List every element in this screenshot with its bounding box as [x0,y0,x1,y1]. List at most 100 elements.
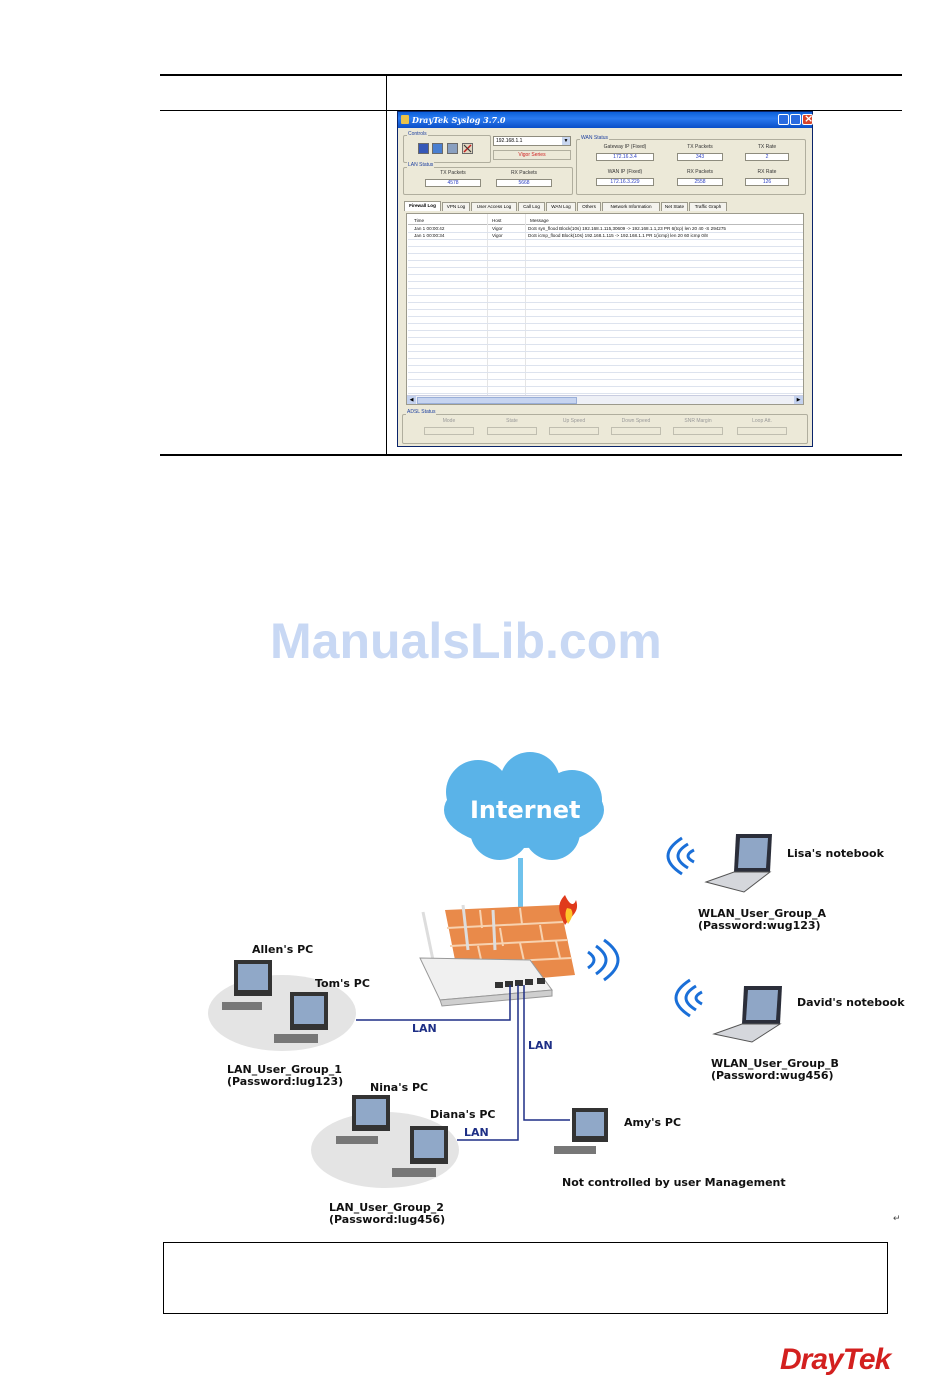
lan-rx-value-box: 5668 [496,179,552,187]
lan-group-2-label: LAN_User_Group_2 [329,1201,444,1214]
open-icon[interactable] [432,143,443,154]
table-row[interactable]: Jan 1 00:00:42 Vigor DoS syn_flood Block… [408,226,803,233]
david-notebook-icon [712,986,782,1043]
ip-select-value: 192.168.1.1 [496,138,523,144]
tom-pc-icon [274,992,328,1043]
return-mark-icon: ↵ [893,1213,901,1223]
wlan-group-a-label: WLAN_User_Group_A [698,907,826,920]
lan-tx-label: TX Packets [440,170,466,176]
close-button[interactable] [802,114,813,125]
col-message-header[interactable]: Message [530,218,549,223]
log-message: DoS syn_flood Block(10s) 192.168.1.115,3… [528,226,726,231]
empty-row [408,261,803,268]
device-name: Vigor Series [518,152,546,158]
adsl-mode-label: Mode [442,418,456,424]
wifi-lisa-icon [666,836,695,876]
empty-row [408,380,803,387]
col-time-header[interactable]: Time [414,218,425,223]
empty-row [408,289,803,296]
scroll-left-icon[interactable]: ◀ [407,396,416,404]
router-icon [419,904,553,1007]
nina-pc-label: Nina's PC [370,1081,429,1094]
amy-pc-label: Amy's PC [624,1116,682,1129]
adsl-loop-box [737,427,787,435]
tab-firewall-log[interactable]: Firewall Log [404,201,441,211]
wan-status-label: WAN Status [580,135,610,141]
adsl-state-label: State [506,418,518,424]
internet-cloud [444,752,604,860]
lan-status-group [403,167,573,195]
david-notebook-label: David's notebook [797,996,905,1009]
gateway-value-box: 172.16.3.4 [596,153,654,161]
lan-cables [356,985,570,1141]
adsl-state-box [487,427,537,435]
log-table[interactable]: Time Host Message Jan 1 00:00:42 Vigor D… [406,213,804,405]
wan-rx-rate-box: 126 [745,178,789,186]
diana-pc-label: Diana's PC [430,1108,496,1121]
tab-call-log[interactable]: Call Log [518,202,545,211]
adsl-snr-label: SNR Margin [684,418,712,424]
wan-tx-rate-box: 2 [745,153,789,161]
watermark: ManualsLib.com [270,613,662,669]
tab-vpn-log[interactable]: VPN Log [442,202,470,211]
wan-tx-rate-value: 2 [765,154,769,160]
tools-icon[interactable] [462,143,473,154]
wan-rx-packets-box: 2558 [677,178,723,186]
tab-user-access-log[interactable]: User Access Log [471,202,517,211]
lan-label-group-2: LAN [464,1126,489,1139]
table-row[interactable]: Jan 1 00:00:34 Vigor DoS icmp_flood Bloc… [408,233,803,240]
lan-label-group-1: LAN [412,1022,437,1035]
tab-others[interactable]: Others [577,202,601,211]
scroll-right-icon[interactable]: ▶ [794,396,803,404]
wan-tx-rate-label: TX Rate [757,144,777,150]
adsl-snr-box [673,427,723,435]
draytek-logo: DrayTek [780,1343,891,1376]
lan-tx-value-box: 4578 [425,179,481,187]
lan-group-2-password: (Password:lug456) [329,1213,446,1226]
empty-row [408,240,803,247]
scroll-thumb[interactable] [417,397,577,404]
chevron-down-icon[interactable]: ▼ [562,137,570,145]
horizontal-scrollbar[interactable]: ◀ ▶ [407,395,803,404]
flame-icon [559,895,578,925]
save-icon[interactable] [418,143,429,154]
device-name-box: Vigor Series [493,150,571,160]
internet-label: Internet [470,796,581,824]
tab-net-state[interactable]: Net State [661,202,688,211]
log-header-row: Time Host Message [408,218,803,225]
tab-wan-log[interactable]: WAN Log [546,202,576,211]
tab-traffic-graph[interactable]: Traffic Graph [689,202,727,211]
adsl-status-group [402,414,808,444]
col-host-header[interactable]: Host [492,218,502,223]
window-titlebar[interactable]: DrayTek Syslog 3.7.0 [398,112,813,128]
empty-row [408,296,803,303]
empty-row [408,387,803,394]
app-icon [401,115,409,124]
lan-status-label: LAN Status [407,162,435,168]
table-top-rule [160,74,902,76]
ip-select[interactable]: 192.168.1.1 ▼ [493,136,571,146]
wan-tx-packets-value: 343 [695,154,705,160]
empty-row [408,359,803,366]
print-icon[interactable] [447,143,458,154]
wan-status-group [576,139,806,195]
wan-ip-value-box: 172.16.3.229 [596,178,654,186]
lan-rx-label: RX Packets [510,170,538,176]
allen-pc-icon [222,960,272,1010]
network-diagram [208,752,782,1188]
wifi-router-icon [587,938,620,982]
lisa-notebook-icon [704,834,772,893]
lan-rx-value: 5668 [518,180,530,186]
maximize-button[interactable] [790,114,801,125]
tab-network-information[interactable]: Network Information [602,202,660,211]
window-title: DrayTek Syslog 3.7.0 [412,115,506,125]
wlan-group-b-password: (Password:wug456) [711,1069,834,1082]
minimize-button[interactable] [778,114,789,125]
wlan-group-b-label: WLAN_User_Group_B [711,1057,839,1070]
not-controlled-label: Not controlled by user Management [562,1176,786,1189]
allen-pc-label: Allen's PC [252,943,314,956]
lan-label-amy: LAN [528,1039,553,1052]
lisa-notebook-label: Lisa's notebook [787,847,884,860]
empty-row [408,331,803,338]
table-bottom-rule [160,454,902,456]
